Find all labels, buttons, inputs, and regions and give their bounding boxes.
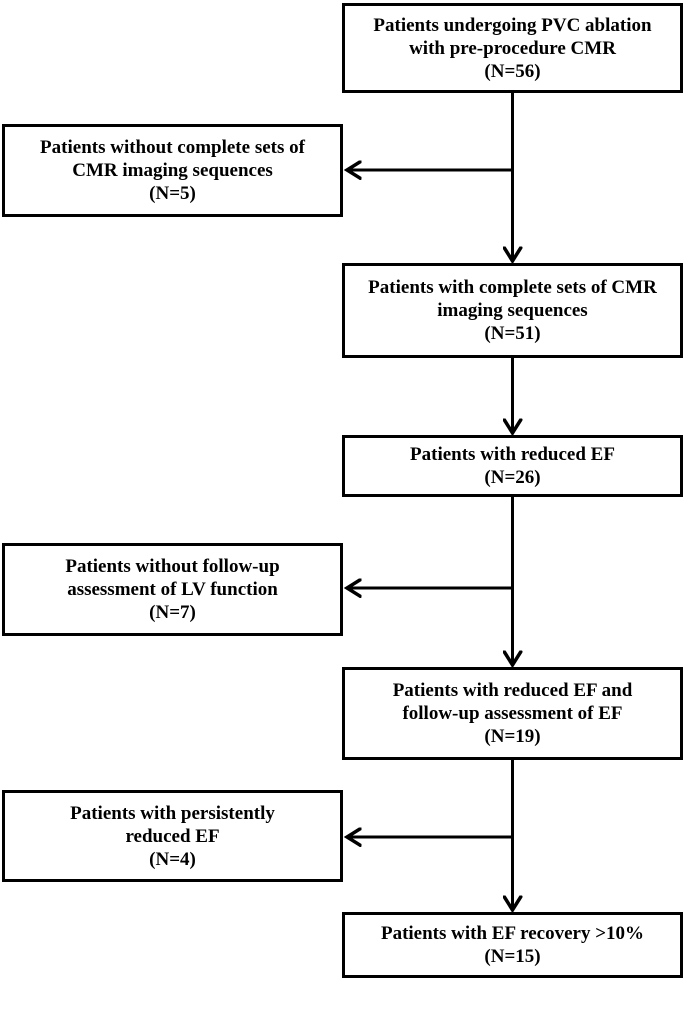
flow-box-pvc-ablation-cmr: Patients undergoing PVC ablation with pr… (342, 3, 683, 93)
exclusion-box-incomplete-cmr: Patients without complete sets of CMR im… (2, 124, 343, 217)
flow-box-reduced-ef-followup: Patients with reduced EF and follow-up a… (342, 667, 683, 760)
flow-box-ef-recovery: Patients with EF recovery >10% (N=15) (342, 912, 683, 978)
exclusion-box-label: Patients without complete sets of CMR im… (40, 137, 305, 204)
flow-box-label: Patients with reduced EF and follow-up a… (392, 680, 633, 747)
exclusion-box-persistent-reduced-ef: Patients with persistently reduced EF (N… (2, 790, 343, 882)
flow-box-label: Patients with EF recovery >10% (N=15) (380, 923, 645, 967)
flow-box-label: Patients undergoing PVC ablation with pr… (373, 14, 652, 82)
exclusion-box-label: Patients without follow-up assessment of… (65, 556, 280, 623)
flow-box-label: Patients with reduced EF (N=26) (410, 444, 615, 488)
flow-box-complete-cmr: Patients with complete sets of CMR imagi… (342, 263, 683, 358)
exclusion-box-no-followup: Patients without follow-up assessment of… (2, 543, 343, 636)
flow-box-label: Patients with complete sets of CMR imagi… (368, 277, 657, 344)
flow-box-reduced-ef: Patients with reduced EF (N=26) (342, 435, 683, 497)
exclusion-box-label: Patients with persistently reduced EF (N… (70, 802, 275, 870)
